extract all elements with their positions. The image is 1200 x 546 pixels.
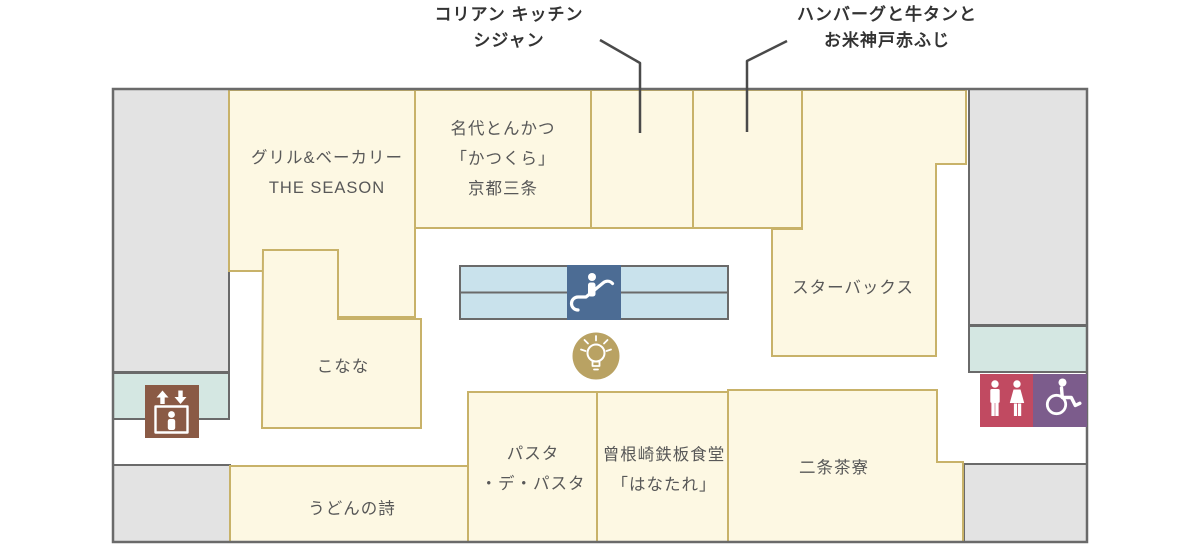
backyard-block-bottom-right: [963, 463, 1088, 543]
shop-area-konana: [260, 249, 422, 429]
lightbulb-icon: [572, 332, 620, 380]
wheelchair-icon: [1033, 374, 1087, 427]
backyard-block-top-right: [968, 88, 1088, 326]
service-area-right: [968, 325, 1088, 373]
callout-line-korean-kitchen: [599, 38, 642, 133]
shop-area-sonezaki-hanatare: [596, 391, 729, 543]
backyard-block-top-left: [112, 88, 230, 373]
shop-area-udon-no-uta: [229, 465, 469, 543]
shop-area-nijo-saryo: [727, 389, 964, 543]
shop-area-katsukura: [414, 89, 592, 229]
shop-area-starbucks: [771, 89, 967, 357]
restroom-icon: [980, 374, 1033, 427]
backyard-block-bottom-left: [112, 464, 231, 543]
elevator-icon: [145, 385, 199, 438]
escalator-icon: [569, 273, 615, 312]
floor-outline: [111, 87, 1089, 544]
escalator-bank: [459, 265, 729, 320]
shop-area-korean-kitchen-sijan: [590, 89, 694, 229]
callout-line-kobe-akafuji: [745, 39, 788, 132]
shop-area-pasta-de-pasta: [467, 391, 598, 543]
